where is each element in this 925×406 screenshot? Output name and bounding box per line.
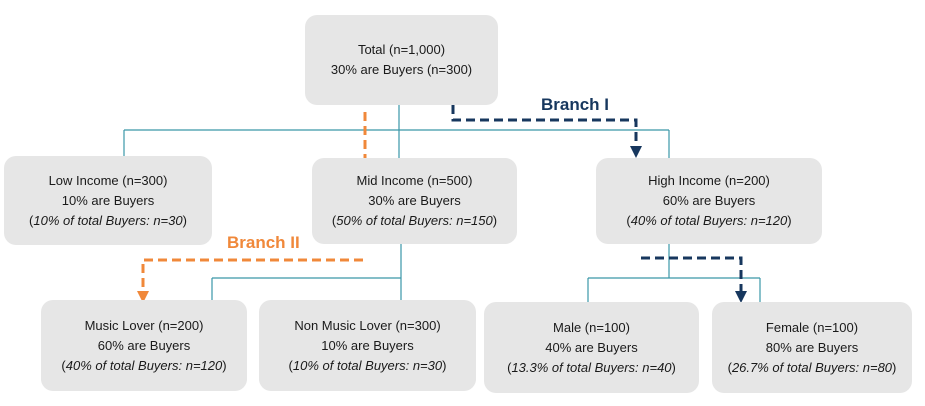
node-total: Total (n=1,000) 30% are Buyers (n=300) [305, 15, 498, 105]
node-male-buyers: 40% are Buyers [545, 339, 638, 355]
node-low-income-title: Low Income (n=300) [48, 172, 168, 188]
branch1-arrowhead-lower [735, 291, 747, 303]
node-non-music-lover: Non Music Lover (n=300) 10% are Buyers (… [259, 300, 476, 391]
node-mid-income-share: (50% of total Buyers: n=150) [331, 213, 498, 228]
branch1-arrowhead [630, 146, 642, 158]
node-mid-income: Mid Income (n=500) 30% are Buyers (50% o… [312, 158, 517, 244]
node-female-buyers: 80% are Buyers [765, 339, 859, 355]
branch1-path-lower [641, 256, 743, 292]
node-total-title: Total (n=1,000) [357, 42, 446, 57]
node-total-buyers: 30% are Buyers (n=300) [330, 62, 473, 77]
node-male-title: Male (n=100) [553, 319, 630, 335]
node-mid-income-title: Mid Income (n=500) [356, 173, 473, 188]
node-non-music-lover-title: Non Music Lover (n=300) [294, 317, 441, 333]
node-male: Male (n=100) 40% are Buyers (13.3% of to… [484, 302, 699, 393]
node-low-income-buyers: 10% are Buyers [61, 192, 155, 208]
branch2-label: Branch II [227, 233, 300, 252]
node-female-share: (26.7% of total Buyers: n=80) [727, 359, 897, 375]
branch2-arrowhead [137, 291, 149, 303]
node-non-music-lover-share: (10% of total Buyers: n=30) [288, 357, 447, 373]
branch2-path-lower [141, 258, 363, 292]
node-high-income: High Income (n=200) 60% are Buyers (40% … [596, 158, 822, 244]
node-high-income-share: (40% of total Buyers: n=120) [626, 213, 792, 228]
branch1-path [451, 105, 638, 148]
node-music-lover-buyers: 60% are Buyers [97, 337, 191, 353]
node-music-lover-title: Music Lover (n=200) [84, 317, 204, 333]
node-female-title: Female (n=100) [765, 319, 859, 335]
node-high-income-title: High Income (n=200) [648, 173, 770, 188]
node-mid-income-buyers: 30% are Buyers [368, 193, 461, 208]
node-female: Female (n=100) 80% are Buyers (26.7% of … [712, 302, 912, 393]
node-non-music-lover-buyers: 10% are Buyers [321, 337, 414, 353]
node-male-share: (13.3% of total Buyers: n=40) [507, 359, 676, 375]
node-low-income-share: (10% of total Buyers: n=30) [29, 212, 187, 228]
branch1-label: Branch I [541, 95, 610, 114]
node-low-income: Low Income (n=300) 10% are Buyers (10% o… [4, 156, 212, 245]
node-high-income-buyers: 60% are Buyers [662, 193, 756, 208]
tree-connectors [123, 105, 761, 302]
node-music-lover: Music Lover (n=200) 60% are Buyers (40% … [41, 300, 247, 391]
node-music-lover-share: (40% of total Buyers: n=120) [61, 357, 227, 373]
